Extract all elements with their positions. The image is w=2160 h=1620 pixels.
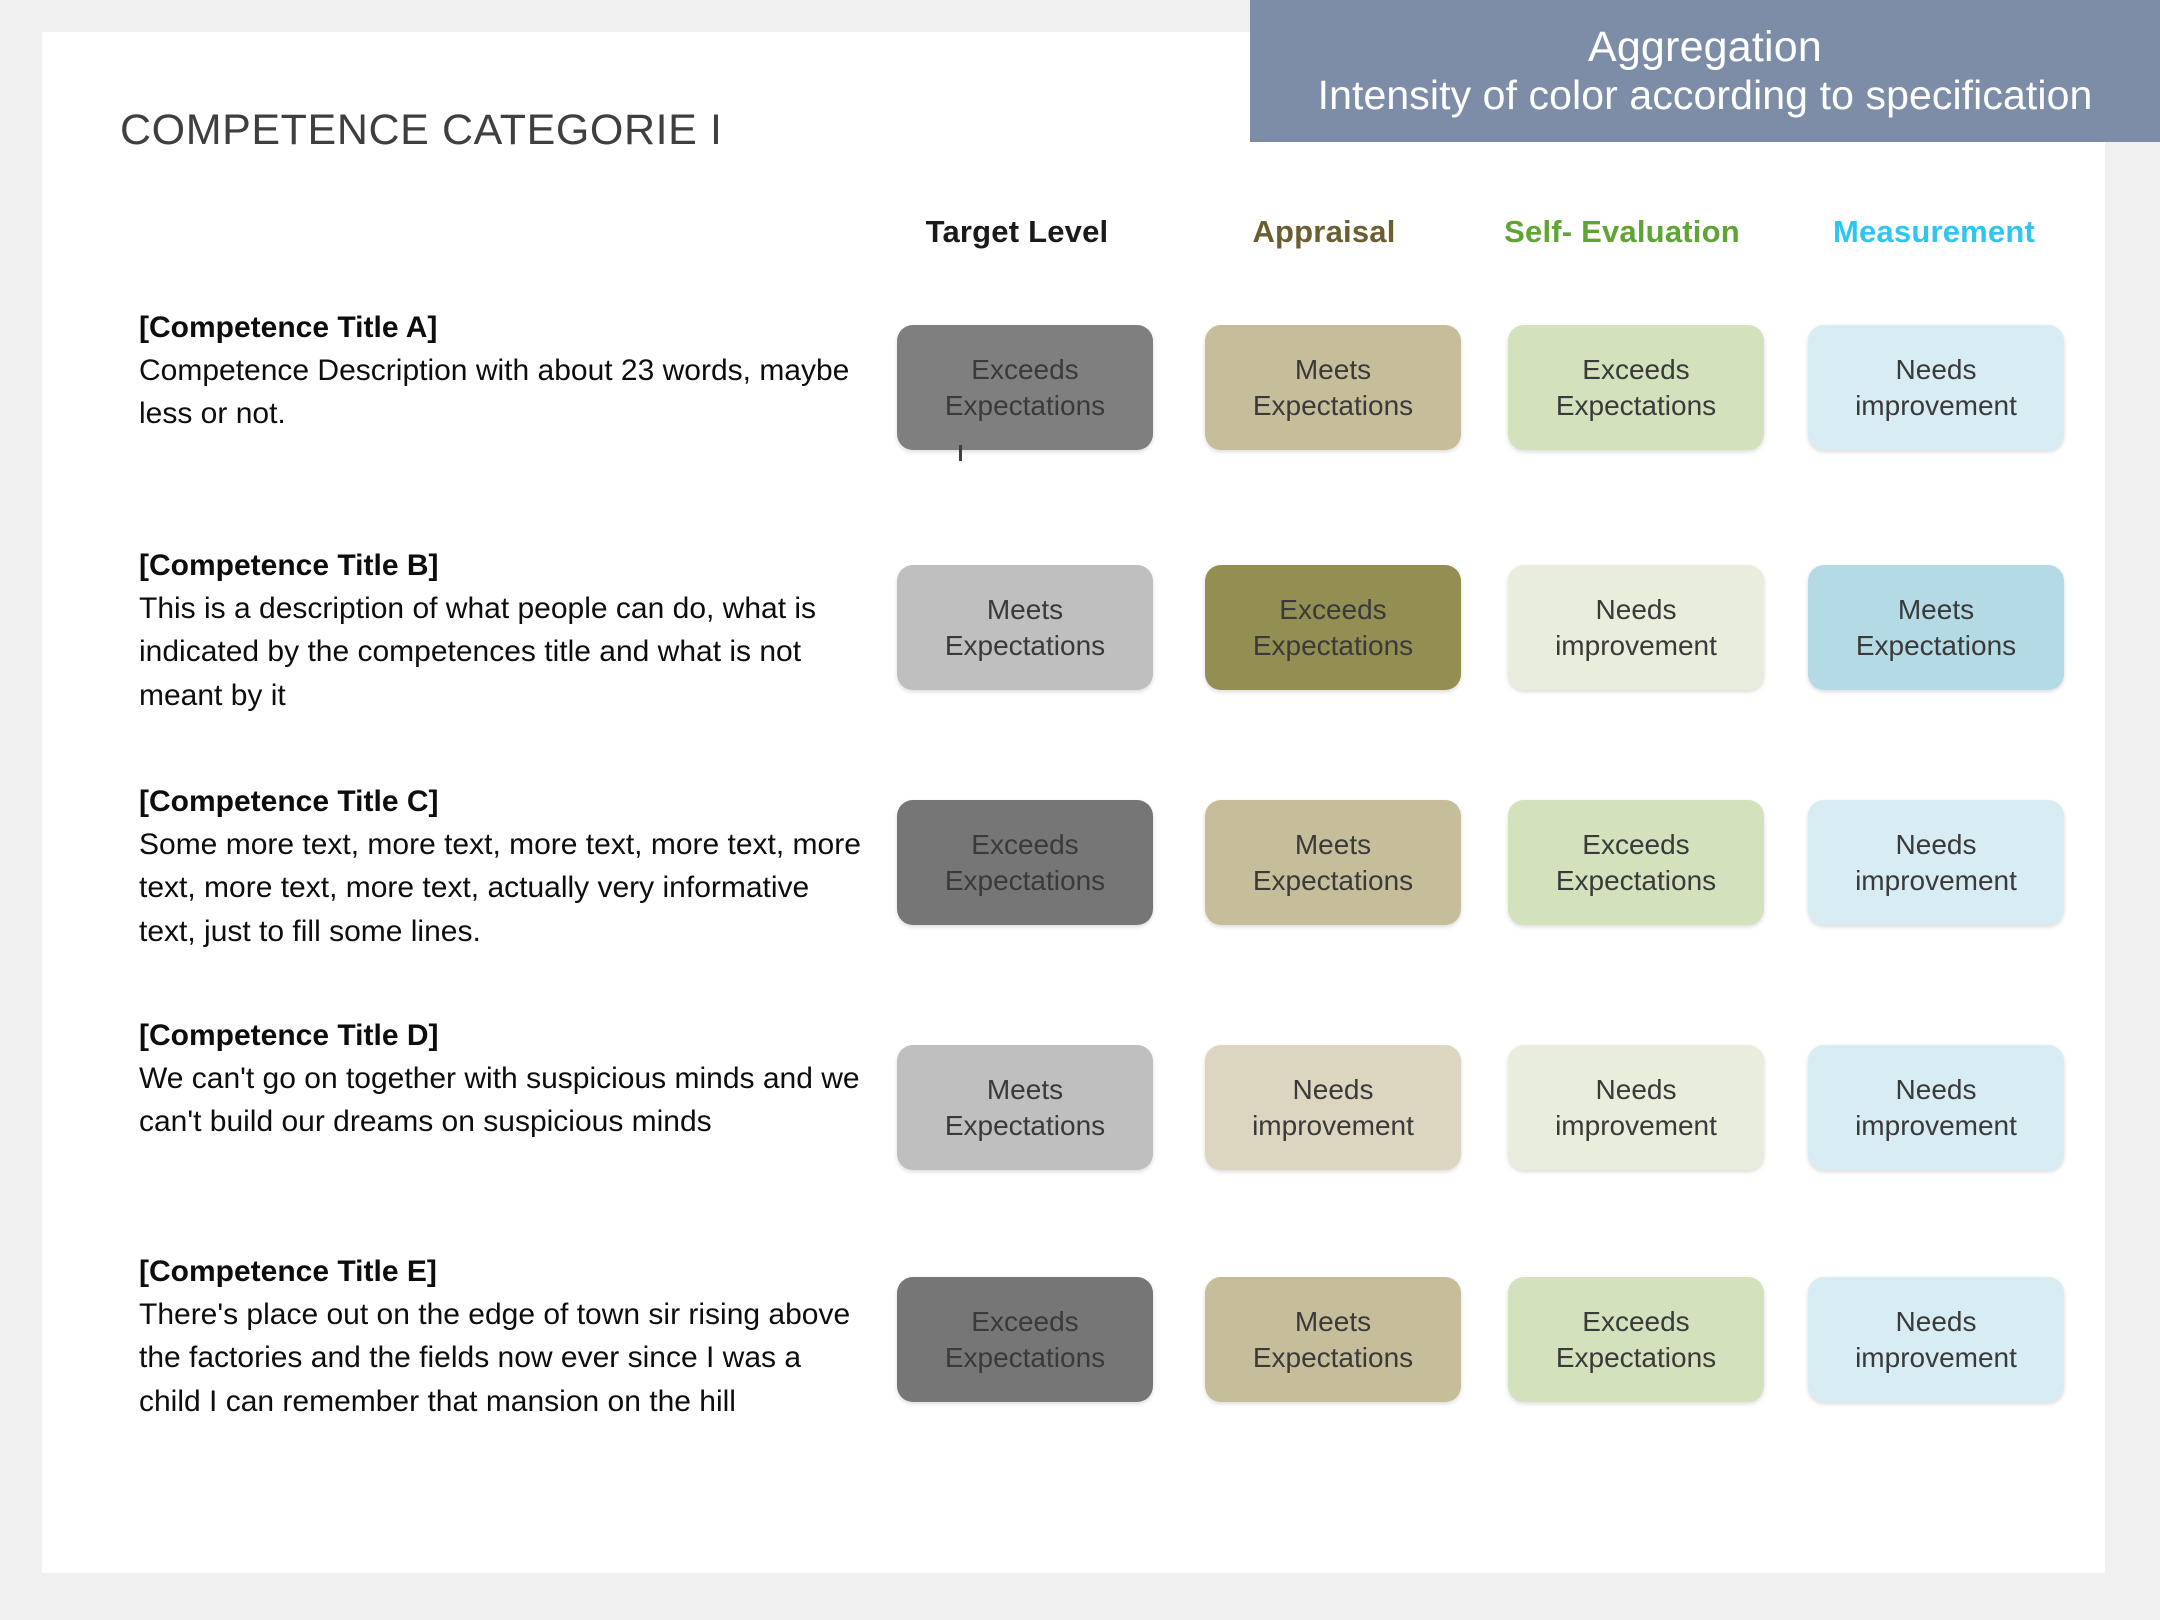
rating-badge[interactable]: Meets Expectations — [1205, 325, 1461, 450]
rating-badge[interactable]: Needs improvement — [1508, 1045, 1764, 1170]
competence-description: Some more text, more text, more text, mo… — [139, 828, 861, 948]
competence-title: [Competence Title E] — [139, 1255, 437, 1288]
banner-title: Aggregation — [1587, 22, 1823, 71]
column-header-self-evaluation: Self- Evaluation — [1504, 214, 1740, 249]
slide-canvas: COMPETENCE CATEGORIE I Target Level Appr… — [42, 32, 2105, 1573]
rating-badge[interactable]: Needs improvement — [1508, 565, 1764, 690]
rating-badge[interactable]: Exceeds Expectations — [1508, 1277, 1764, 1402]
rating-badge[interactable]: Meets Expectations — [1808, 565, 2064, 690]
aggregation-banner: Aggregation Intensity of color according… — [1250, 0, 2160, 142]
rating-badge[interactable]: Needs improvement — [1205, 1045, 1461, 1170]
competence-description: There's place out on the edge of town si… — [139, 1298, 851, 1418]
rating-badge[interactable]: Exceeds Expectations — [1508, 325, 1764, 450]
rating-badge[interactable]: Needs improvement — [1808, 1045, 2064, 1170]
rating-badge[interactable]: Needs improvement — [1808, 1277, 2064, 1402]
rating-badge[interactable]: Exceeds Expectations — [897, 800, 1153, 925]
rating-badge[interactable]: Exceeds Expectations — [1508, 800, 1764, 925]
competence-description: This is a description of what people can… — [139, 592, 817, 712]
competence-title: [Competence Title B] — [139, 549, 439, 582]
stray-mark — [959, 445, 962, 461]
competence-description: Competence Description with about 23 wor… — [139, 354, 850, 431]
competence-title: [Competence Title A] — [139, 311, 438, 344]
rating-badge[interactable]: Exceeds Expectations — [897, 325, 1153, 450]
rating-badge[interactable]: Meets Expectations — [897, 1045, 1153, 1170]
rating-badge[interactable]: Exceeds Expectations — [897, 1277, 1153, 1402]
competence-block-d: [Competence Title D] We can't go on toge… — [139, 1014, 869, 1144]
competence-title: [Competence Title C] — [139, 785, 439, 818]
rating-badge[interactable]: Meets Expectations — [897, 565, 1153, 690]
rating-badge[interactable]: Meets Expectations — [1205, 800, 1461, 925]
rating-badge[interactable]: Exceeds Expectations — [1205, 565, 1461, 690]
competence-block-c: [Competence Title C] Some more text, mor… — [139, 780, 869, 953]
competence-block-b: [Competence Title B] This is a descripti… — [139, 544, 869, 717]
competence-description: We can't go on together with suspicious … — [139, 1062, 860, 1139]
column-header-target-level: Target Level — [925, 214, 1109, 249]
competence-block-e: [Competence Title E] There's place out o… — [139, 1250, 869, 1423]
rating-badge[interactable]: Meets Expectations — [1205, 1277, 1461, 1402]
column-header-appraisal: Appraisal — [1252, 214, 1396, 249]
page-title: COMPETENCE CATEGORIE I — [120, 106, 723, 154]
competence-block-a: [Competence Title A] Competence Descript… — [139, 306, 869, 436]
column-header-measurement: Measurement — [1832, 214, 2036, 249]
competence-title: [Competence Title D] — [139, 1019, 439, 1052]
rating-badge[interactable]: Needs improvement — [1808, 325, 2064, 450]
banner-subtitle: Intensity of color according to specific… — [1317, 72, 2093, 119]
rating-badge[interactable]: Needs improvement — [1808, 800, 2064, 925]
